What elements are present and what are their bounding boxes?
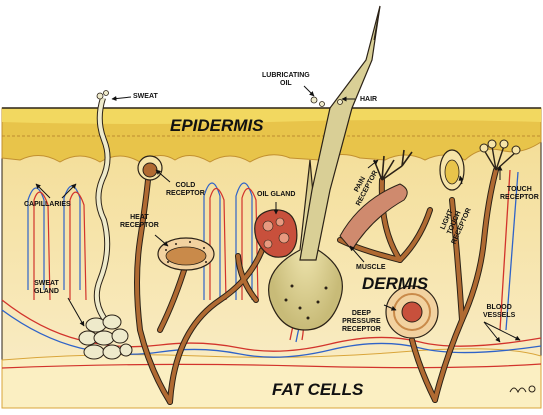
- cold-receptor-label: COLD RECEPTOR: [166, 182, 205, 197]
- sweat-gland: [78, 90, 133, 360]
- hair-follicle: [268, 5, 381, 331]
- blood-vessels-label: BLOOD VESSELS: [483, 304, 516, 319]
- touch-receptor: [479, 139, 521, 171]
- deep-pressure-receptor-label: DEEP PRESSURE RECEPTOR: [342, 310, 381, 333]
- muscle-label: MUSCLE: [356, 264, 386, 271]
- light-touch-receptor: [439, 149, 465, 191]
- artist-signature: [509, 385, 536, 394]
- sweat-gland-label: SWEAT GLAND: [34, 280, 59, 295]
- heat-receptor-label: HEAT RECEPTOR: [120, 214, 159, 229]
- sweat-label: SWEAT: [133, 93, 158, 100]
- label-arrows: [35, 85, 521, 343]
- oil-gland-label: OIL GLAND: [257, 191, 296, 198]
- capillaries-label: CAPILLARIES: [24, 201, 71, 208]
- lubricating-oil-label: LUBRICATING OIL: [262, 72, 310, 87]
- cold-receptor: [137, 155, 163, 181]
- deep-pressure-receptor: [385, 285, 439, 339]
- oil-gland: [254, 209, 298, 258]
- epidermis-label: EPIDERMIS: [170, 116, 264, 135]
- pain-receptor: [373, 149, 413, 181]
- fat-cells-label: FAT CELLS: [272, 380, 364, 399]
- arrector-muscle: [339, 183, 408, 251]
- dermis-label: DERMIS: [362, 274, 429, 293]
- touch-receptor-label: TOUCH RECEPTOR: [500, 186, 539, 201]
- heat-receptor: [157, 237, 215, 271]
- hair-label: HAIR: [360, 96, 378, 103]
